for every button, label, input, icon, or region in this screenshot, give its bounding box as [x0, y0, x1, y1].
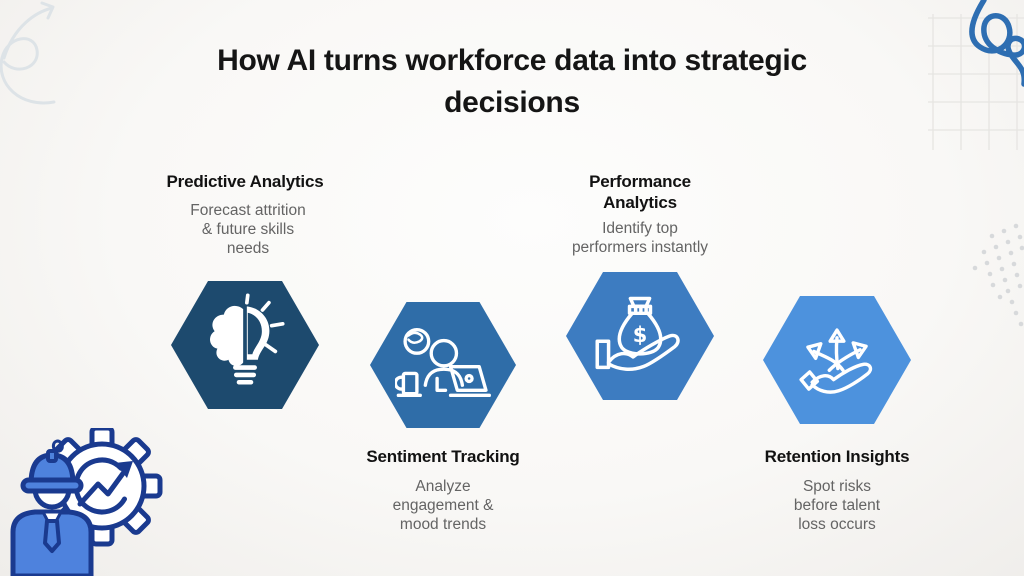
person-laptop-icon: [395, 327, 491, 397]
card-label-performance-analytics: Performance Analytics: [589, 172, 691, 212]
hexagon-predictive-analytics: [171, 281, 319, 409]
svg-text:$: $: [633, 323, 648, 347]
page-title: How AI turns workforce data into strateg…: [217, 44, 807, 119]
card-desc-retention-insights: Spot risks before talent loss occurs: [793, 478, 881, 533]
hexagon-performance-analytics: $: [566, 272, 714, 400]
brain-lightbulb-icon: [210, 293, 285, 385]
engineer-gear-growth-icon: [10, 428, 163, 576]
loop-scribble-icon: [969, 0, 1024, 87]
hand-money-bag-icon: $: [595, 296, 680, 371]
hexagon-retention-insights: [763, 296, 911, 424]
hexagon-sentiment-tracking: [370, 302, 516, 428]
grid-pattern-decoration: [928, 14, 1024, 150]
card-desc-performance-analytics: Identify top performers instantly: [571, 220, 709, 256]
card-label-retention-insights: Retention Insights: [764, 447, 910, 466]
card-desc-predictive-analytics: Forecast attrition & future skills needs: [190, 202, 306, 257]
card-label-sentiment-tracking: Sentiment Tracking: [366, 447, 520, 466]
hand-branching-arrows-icon: [799, 328, 873, 394]
dots-pattern-decoration: [972, 223, 1024, 327]
card-label-predictive-analytics: Predictive Analytics: [166, 172, 324, 191]
card-desc-sentiment-tracking: Analyze engagement & mood trends: [392, 478, 494, 533]
